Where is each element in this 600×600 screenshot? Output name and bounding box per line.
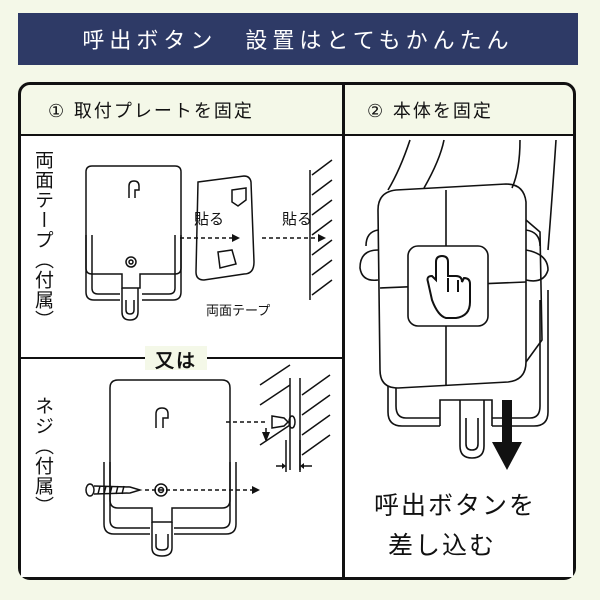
- banner-title-a: 呼出ボタン: [82, 29, 218, 54]
- tape-caption: 両面テープ: [206, 304, 271, 319]
- or-label: 又は: [145, 346, 207, 372]
- title-banner: 呼出ボタン 設置はとてもかんたん: [18, 13, 578, 65]
- arrow-down-icon: [492, 400, 522, 470]
- header-divider: [18, 134, 576, 136]
- screw-side-label: ネジ（付属）: [32, 396, 54, 516]
- banner-title-b: 設置はとてもかんたん: [245, 29, 514, 54]
- column-divider: [342, 82, 345, 580]
- tape-side-label: 両面テープ（付属）: [32, 150, 54, 330]
- hand-pointer-icon: [426, 254, 471, 319]
- step1-title: ① 取付プレートを固定: [48, 101, 254, 122]
- step2-title: ② 本体を固定: [367, 101, 493, 122]
- step2-caption-line2: 差し込む: [388, 531, 497, 560]
- paste-label-1: 貼る: [194, 210, 225, 228]
- panel-screw: [21, 359, 342, 577]
- paste-label-2: 貼る: [282, 210, 313, 228]
- step2-caption-line1: 呼出ボタンを: [374, 491, 537, 520]
